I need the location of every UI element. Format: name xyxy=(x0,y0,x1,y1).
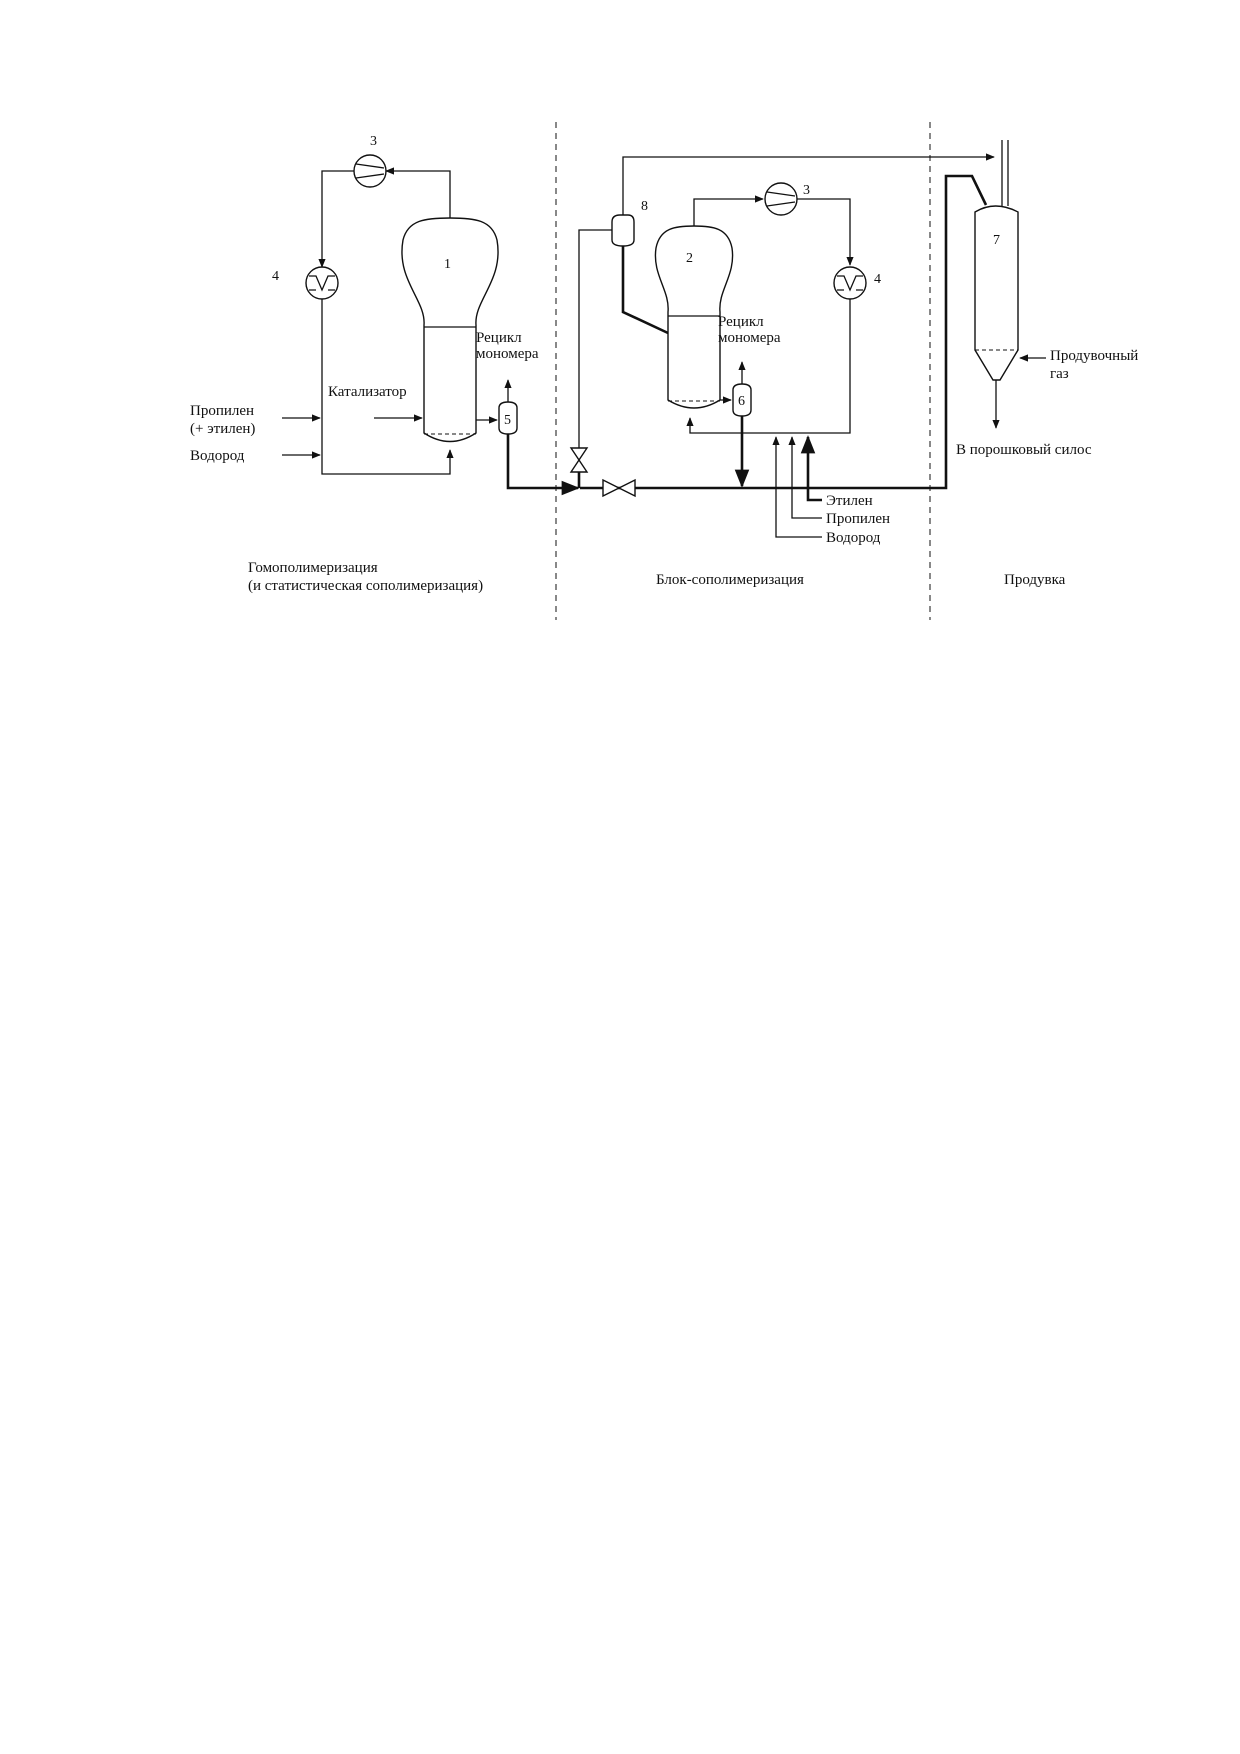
section-homopolymerization-title: Гомополимеризация xyxy=(248,560,378,576)
separator-5 xyxy=(498,401,518,435)
filter-8-number: 8 xyxy=(641,199,648,214)
heat-exchanger-icon xyxy=(837,275,863,292)
section-block-copolymerization-title: Блок-сополимеризация xyxy=(656,572,804,588)
filter-8-to-reactor-2 xyxy=(621,246,669,335)
recycle-monomer-1-label: Рецикл xyxy=(476,330,522,346)
propylene-ethylene-label: (+ этилен) xyxy=(190,421,255,437)
recycle-loop-2-return xyxy=(686,299,851,434)
bypass-line-up xyxy=(578,229,612,448)
cooler-4-left xyxy=(305,266,339,300)
recycle-loop-2-top xyxy=(693,195,764,226)
hydrogen-right-feed xyxy=(772,436,822,538)
section-purging-title: Продувка xyxy=(1004,572,1066,588)
separator-6 xyxy=(732,383,752,417)
hydrogen-left-label: Водород xyxy=(190,448,245,464)
recycle-monomer-1-label-2: мономера xyxy=(476,346,539,362)
compressor-icon xyxy=(355,163,385,179)
propylene-label: Пропилен xyxy=(190,403,254,419)
cooler-4-right xyxy=(833,266,867,300)
ethylene-feed xyxy=(800,435,822,502)
powder-transfer-line xyxy=(506,434,580,496)
compressor-icon xyxy=(766,191,796,207)
compressor-3-left xyxy=(353,154,387,188)
valve-horizontal xyxy=(602,478,636,498)
hydrogen-right-label: Водород xyxy=(826,530,881,546)
catalyst-label: Катализатор xyxy=(328,384,407,400)
compressor-3-right xyxy=(764,182,798,216)
recycle-monomer-2-label-2: мономера xyxy=(718,330,781,346)
reactor-2-number: 2 xyxy=(686,251,693,266)
heat-exchanger-icon xyxy=(309,275,335,292)
separator-5-number: 5 xyxy=(504,413,511,428)
ethylene-label: Этилен xyxy=(826,493,873,509)
to-powder-silo-label: В порошковый силос xyxy=(956,442,1092,458)
compressor-3-right-number: 3 xyxy=(803,183,810,198)
recycle-monomer-2-label: Рецикл xyxy=(718,314,764,330)
valve-vertical xyxy=(569,447,589,473)
recycle-loop-to-cooler xyxy=(318,170,354,268)
purge-gas-label: Продувочный xyxy=(1050,348,1138,364)
cooler-4-left-number: 4 xyxy=(272,269,279,284)
purge-gas-label-2: газ xyxy=(1050,366,1069,382)
propylene-right-feed xyxy=(788,436,822,519)
reactor-2 xyxy=(654,225,734,409)
reactor-1-number: 1 xyxy=(444,257,451,272)
recycle-loop-top-left xyxy=(385,167,451,218)
separator-6-number: 6 xyxy=(738,394,745,409)
cooler-4-right-number: 4 xyxy=(874,272,881,287)
recycle-loop-return xyxy=(321,299,454,475)
filter-8-vent-line xyxy=(622,153,995,215)
recycle-loop-2-to-cooler xyxy=(797,198,854,266)
filter-8 xyxy=(611,214,635,247)
section-homopolymerization-subtitle: (и статистическая сополимеризация) xyxy=(248,578,483,594)
propylene-right-label: Пропилен xyxy=(826,511,890,527)
powder-transfer-main xyxy=(580,174,988,490)
compressor-3-left-number: 3 xyxy=(370,134,377,149)
purge-vessel-7-number: 7 xyxy=(993,233,1000,248)
